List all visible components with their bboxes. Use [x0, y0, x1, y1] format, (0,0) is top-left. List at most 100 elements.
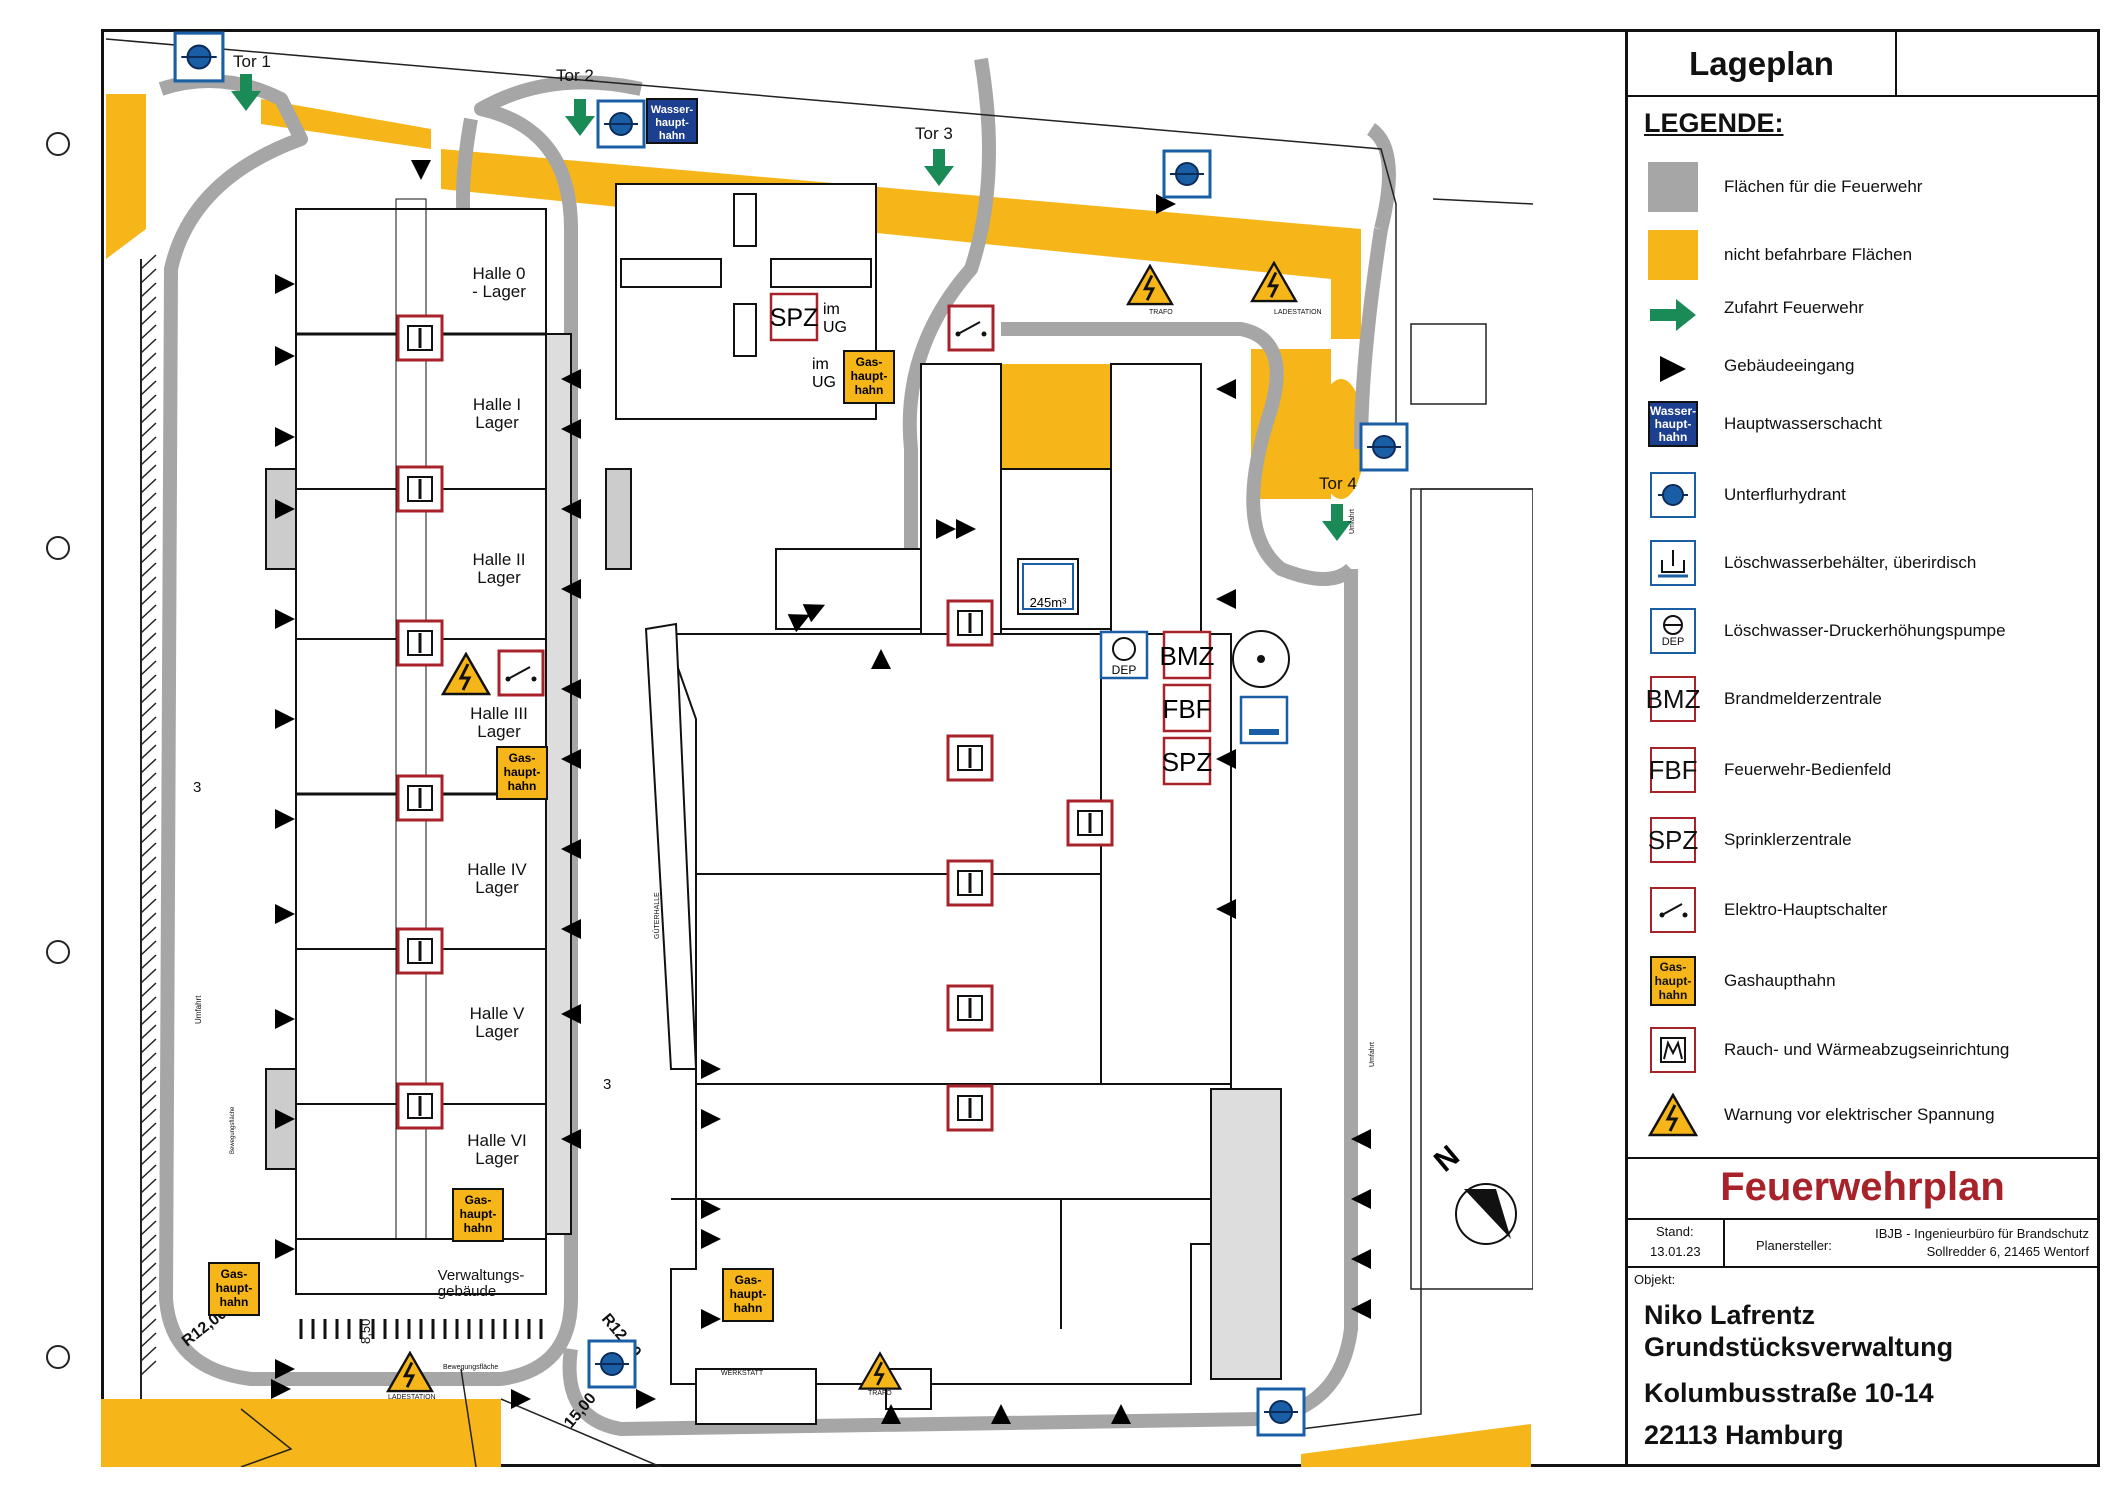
legend-item: Warnung vor elektrischer Spannung	[1648, 1090, 2098, 1150]
gate-label-tor2: Tor 2	[556, 66, 594, 85]
hatch-mark	[140, 548, 157, 564]
entrance-triangle-icon	[275, 609, 295, 629]
smoke-heat-vent-icon	[396, 314, 444, 362]
trafo-label-bottom: TRAFO	[868, 1390, 892, 1397]
svg-text:UG: UG	[823, 319, 847, 336]
water-tank	[1232, 630, 1290, 688]
non-drivable-area-swatch	[1648, 230, 1698, 280]
gas-valve-icon: Gas- haupt- hahn	[452, 1188, 504, 1242]
hatch-mark	[140, 366, 157, 382]
entrance-triangle-icon	[275, 427, 295, 447]
smoke-heat-vent-icon	[946, 734, 994, 782]
main-switch-icon	[497, 649, 545, 697]
hatch-mark	[140, 744, 157, 760]
gas-valve-icon: Gas- haupt- hahn	[208, 1262, 260, 1316]
svg-text:DEP: DEP	[1112, 663, 1137, 677]
road-outline	[105, 38, 1533, 1467]
entrance-triangle-icon	[701, 1229, 721, 1249]
gate-label-tor4: Tor 4	[1319, 474, 1357, 493]
entrance-triangle-icon	[701, 1059, 721, 1079]
legend-item: Flächen für die Feuerwehr	[1648, 162, 2098, 222]
hatch-mark	[140, 1318, 157, 1334]
hatch-mark	[140, 1290, 157, 1306]
divider	[1628, 1266, 2097, 1268]
plan-title: Lageplan	[1628, 32, 1897, 97]
hatch-mark	[140, 1080, 157, 1096]
legend-item: SPZ Sprinklerzentrale	[1648, 815, 2098, 875]
hatch-mark	[140, 464, 157, 480]
smoke-heat-vent-icon	[946, 859, 994, 907]
hatch-mark	[140, 786, 157, 802]
umfahrt-label-right-top: Umfahrt	[1349, 509, 1356, 534]
bewegungsflaeche-label: Bewegungsfläche	[443, 1364, 498, 1371]
hydrant-icon	[1162, 149, 1212, 199]
hatch-mark	[140, 632, 157, 648]
entrance-triangle-icon	[561, 1004, 581, 1024]
hall-label: Halle 0	[473, 264, 526, 283]
fbf-icon: FBF	[1648, 745, 1698, 795]
admin-hatch	[299, 1319, 543, 1339]
entrance-triangle-icon	[1156, 194, 1176, 214]
divider	[1628, 1157, 2097, 1159]
hydrant-icon	[173, 31, 225, 83]
hatch-mark	[140, 310, 157, 326]
hatch-mark	[140, 296, 157, 312]
trafo-label: TRAFO	[1149, 309, 1173, 316]
objekt-name: Niko Lafrentz	[1644, 1300, 1816, 1330]
building-entrances	[271, 160, 1371, 1424]
fire-dept-area-swatch	[1648, 162, 1698, 212]
hatch-mark	[140, 254, 157, 270]
hatch-mark	[140, 772, 157, 788]
hatch-mark	[140, 1220, 157, 1236]
hatch-mark	[140, 982, 157, 998]
entrance-triangle-icon	[275, 499, 295, 519]
svg-text:FBF: FBF	[1162, 694, 1211, 724]
hatch-mark	[140, 856, 157, 872]
werkstatt-label: WERKSTATT	[721, 1370, 764, 1377]
objekt-name-2: Grundstücksverwaltung	[1644, 1332, 1954, 1362]
smoke-heat-vent-icon	[946, 1084, 994, 1132]
svg-text:Gas-: Gas-	[465, 1193, 492, 1207]
hatch-mark	[140, 912, 157, 928]
entrance-triangle-icon	[275, 1109, 295, 1129]
svg-text:245m³: 245m³	[1030, 595, 1068, 610]
access-arrow-tor4	[1322, 504, 1352, 541]
hall-label: Halle III	[470, 704, 528, 723]
hall-label: Halle V	[470, 1004, 525, 1023]
water-main-shaft-icon: Wasser- haupt- hahn	[646, 98, 698, 144]
svg-text:Gas-: Gas-	[221, 1267, 248, 1281]
entrance-triangle-icon	[881, 1404, 901, 1424]
green-arrow-icon	[1648, 290, 1698, 340]
gate-label-tor1: Tor 1	[233, 52, 271, 71]
legend-item: Zufahrt Feuerwehr	[1648, 290, 2098, 350]
entrance-triangle-icon	[701, 1199, 721, 1219]
hatch-mark	[140, 1248, 157, 1264]
hatch-mark	[140, 814, 157, 830]
main-switch-icon	[1648, 885, 1698, 935]
hatch-mark	[140, 716, 157, 732]
hatch-mark	[140, 1136, 157, 1152]
hatch-mark	[140, 926, 157, 942]
entrance-triangle-icon	[275, 1359, 295, 1379]
dimension-label: 3	[193, 779, 201, 796]
planersteller-label: Planersteller:	[1756, 1238, 1832, 1253]
svg-text:Gas-: Gas-	[735, 1273, 762, 1287]
hatch-mark	[140, 282, 157, 298]
hatch-mark	[140, 562, 157, 578]
access-arrow-tor1	[231, 74, 261, 111]
electric-warning-icon	[1648, 1090, 1698, 1140]
hall-sublabel: Lager	[477, 568, 521, 587]
legend-item: Rauch- und Wärmeabzugseinrichtung	[1648, 1025, 2098, 1085]
main-switch-icon	[947, 304, 995, 352]
hatch-mark	[140, 1164, 157, 1180]
entrance-triangle-icon	[1111, 1404, 1131, 1424]
hydrant-icon	[587, 1339, 637, 1389]
entrance-triangle-icon	[802, 604, 826, 623]
hatch-mark	[140, 352, 157, 368]
entrance-triangle-icon	[275, 274, 295, 294]
entrance-triangle-icon	[1216, 899, 1236, 919]
hatch-mark	[140, 758, 157, 774]
hatch-mark	[140, 870, 157, 886]
entrance-triangle-icon	[561, 419, 581, 439]
